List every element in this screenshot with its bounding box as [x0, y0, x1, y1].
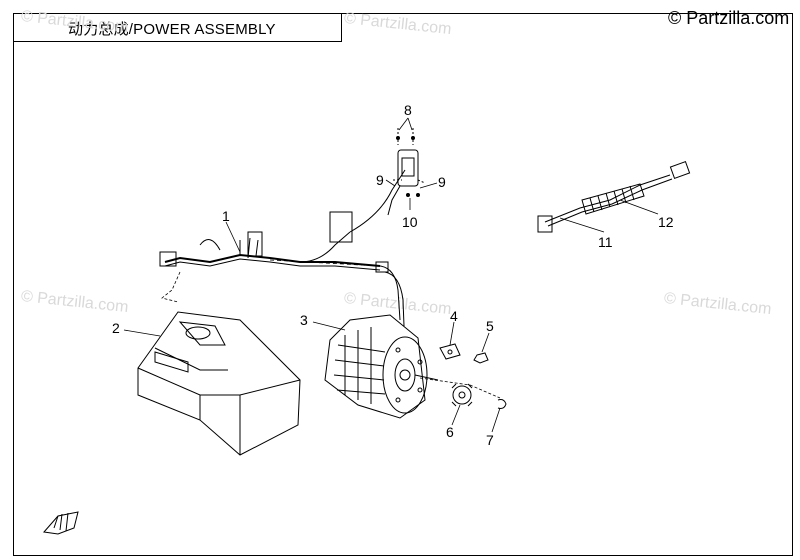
callout-12: 12	[658, 214, 674, 230]
connector-assembly	[387, 128, 426, 216]
callout-8: 8	[404, 102, 412, 118]
diagram-title: 动力总成/POWER ASSEMBLY	[68, 21, 276, 38]
leader-lines	[123, 117, 659, 433]
callout-3: 3	[300, 312, 308, 328]
charger-cable	[537, 160, 691, 233]
callout-1: 1	[222, 208, 230, 224]
drawing-frame	[13, 13, 793, 556]
callout-7: 7	[486, 432, 494, 448]
wiring-harness	[159, 169, 406, 327]
callout-2: 2	[112, 320, 120, 336]
callout-9-left: 9	[376, 172, 384, 188]
small-parts	[419, 343, 507, 409]
callout-4: 4	[450, 308, 458, 324]
callout-6: 6	[446, 424, 454, 440]
callout-10: 10	[402, 214, 418, 230]
electric-motor	[324, 314, 439, 419]
callout-5: 5	[486, 318, 494, 334]
front-direction-arrow-icon	[43, 511, 79, 535]
title-box	[13, 13, 342, 42]
callout-11: 11	[598, 234, 613, 250]
battery	[137, 311, 301, 456]
callout-9-right: 9	[438, 174, 446, 190]
copyright-notice: © Partzilla.com	[668, 8, 790, 28]
